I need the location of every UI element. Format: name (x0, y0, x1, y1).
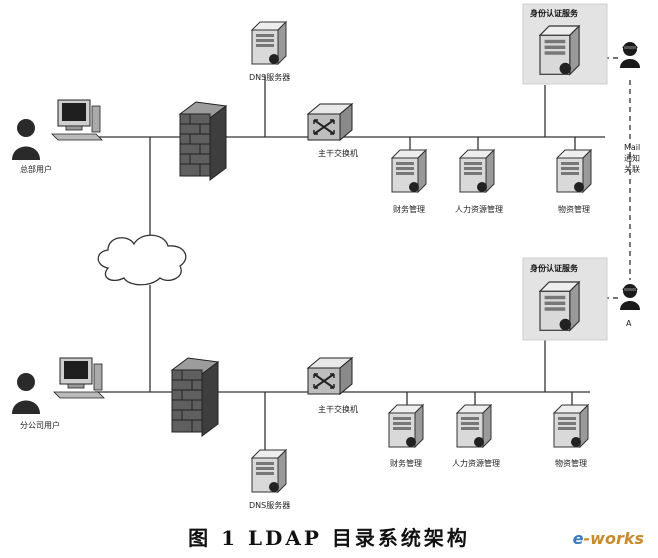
bottom-finance-label: 财务管理 (390, 458, 422, 468)
mail-notify-line-1: Mail (624, 143, 640, 152)
bottom-auth-server-icon (539, 281, 580, 331)
top-auth-server-label: 身份认证服务 (530, 8, 579, 18)
top-finance-server-icon (391, 149, 427, 193)
top-auth-server-icon (539, 25, 580, 75)
bottom-auth-panel: 身份认证服务 (522, 257, 608, 341)
bottom-finance-server-icon (388, 404, 424, 448)
hq-user-person-icon (12, 119, 40, 160)
top-finance-label: 财务管理 (393, 204, 425, 214)
top-hr-label: 人力资源管理 (455, 204, 503, 214)
bottom-core-switch-label: 主干交换机 (318, 404, 358, 414)
top-firewall-icon (179, 101, 227, 181)
bottom-hr-label: 人力资源管理 (452, 458, 500, 468)
top-core-switch-icon (307, 103, 353, 141)
site-logo: e-works (572, 529, 644, 548)
top-auth-panel: 身份认证服务 (522, 3, 608, 85)
bottom-auth-server-label: 身份认证服务 (530, 263, 579, 273)
bottom-dns-server-icon (251, 449, 287, 493)
hq-user-label: 总部用户 (20, 164, 52, 174)
figure-caption: 图 1 LDAP 目录系统架构 (188, 526, 470, 550)
top-core-switch-label: 主干交换机 (318, 148, 358, 158)
internet-cloud (97, 234, 187, 286)
top-dns-server-icon (251, 21, 287, 65)
bottom-logistics-label: 物资管理 (555, 458, 587, 468)
bottom-logistics-server-icon (553, 404, 589, 448)
bottom-admin-icon (619, 283, 641, 311)
top-dns-server-label: DNS服务器 (249, 72, 290, 82)
bottom-dns-server-label: DNS服务器 (249, 500, 290, 510)
top-network-links (95, 75, 605, 250)
mail-notify-links (586, 57, 631, 299)
top-hr-server-icon (459, 149, 495, 193)
branch-user-person-icon (12, 373, 40, 414)
mail-notify-label: Mail 通知 关联 (624, 143, 643, 174)
top-logistics-label: 物资管理 (558, 204, 590, 214)
branch-user-label: 分公司用户 (20, 420, 60, 430)
mail-notify-line-3: 关联 (624, 164, 640, 174)
bottom-admin-label: A (626, 319, 632, 328)
hq-user-pc-icon (51, 99, 103, 141)
top-logistics-server-icon (556, 149, 592, 193)
bottom-firewall-icon (171, 357, 219, 437)
bottom-core-switch-icon (307, 357, 353, 395)
branch-user-pc-icon (53, 357, 105, 399)
top-admin-icon (619, 41, 641, 69)
mail-notify-line-2: 通知 (624, 153, 640, 163)
bottom-hr-server-icon (456, 404, 492, 448)
